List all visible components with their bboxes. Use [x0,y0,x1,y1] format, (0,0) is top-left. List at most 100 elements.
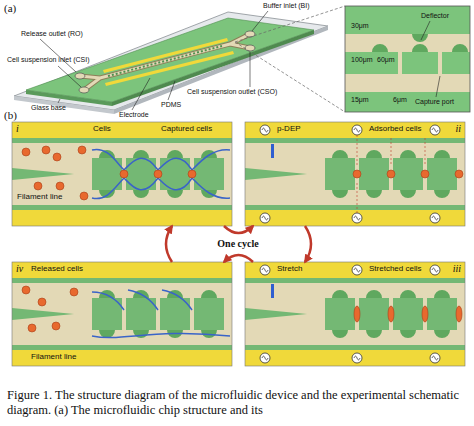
panel-iii-drawing [245,262,465,366]
part-label: Glass base [30,104,67,112]
panel-ii-drawing-part [260,213,270,223]
zoom-inset-part [345,6,470,112]
part-label: Capture port [414,98,455,106]
figure-caption: Figure 1. The structure diagram of the m… [7,388,469,418]
leader-lines-part [436,76,440,97]
panel-i-drawing-part-part [92,149,230,170]
zoom-inset-part [398,52,402,74]
leader-lines-part [58,99,60,103]
part-label: Buffer inlet (BI) [262,2,311,10]
part-label: Electrode [118,111,150,119]
chip-drawing-part [80,34,250,90]
panel-ii-drawing-part [430,125,440,135]
panel-iii-drawing-part [260,353,270,363]
chip-drawing-part [103,38,228,73]
panel-i-drawing-part [12,122,232,226]
panel-iii-drawing-part [245,262,465,366]
panel-iv-drawing-part-part [70,288,78,296]
part-label: Filament line [30,352,77,361]
part-label: Released cells [30,264,84,273]
part-label: Stretched cells [368,264,422,273]
cycle-arrow [224,255,253,262]
cycle-panel: ii [245,122,465,226]
panel-ii-drawing [245,122,465,226]
leader-lines-part [58,66,81,87]
panel-ii-drawing-part [245,122,465,226]
part-label: Filament line [16,192,63,201]
panel-i-drawing-part-part [92,178,230,199]
zoom-inset-part [372,44,468,52]
panel-i-drawing-part [92,149,230,198]
zoom-inset [345,6,470,112]
part-label: 6μm [392,96,408,104]
panel-number: iii [453,263,461,275]
cycle-panel: iv [12,262,232,366]
panel-letter: (a) [3,2,17,15]
leader-lines-part [132,78,150,110]
leader-lines-part [421,21,430,40]
part-label: 30μm [350,22,370,30]
panel-ii-drawing-part [260,125,270,135]
part-label: Cell suspension inlet (CSI) [6,56,90,64]
chip-drawing-part [80,34,250,90]
cycle-arrow [305,226,311,262]
panel-ii-drawing-part-part [353,170,361,178]
zoom-lines-part [235,6,345,112]
part-label: Adsorbed cells [368,124,422,133]
chip-drawing-part [26,90,112,106]
panel-ii-drawing-part [271,144,274,158]
zoom-inset-part [345,6,470,112]
chip-drawing-part [105,51,234,86]
panel-ii-drawing-part [353,170,463,178]
part-label: 60μm [376,56,396,64]
panel-i-drawing-part-part [78,146,86,154]
panel-ii-drawing-part [352,213,362,223]
panel-i-drawing-part-part [34,182,42,190]
panel-number: iv [16,263,23,275]
part-label: Cells [92,124,112,133]
part-label: Captured cells [160,124,213,133]
part-label: Release outlet (RO) [20,30,84,38]
panel-iv-drawing-part [92,290,230,338]
panel-iii-drawing-part [430,265,440,275]
zoom-inset-part [412,34,428,42]
chip-drawing-part [79,87,89,93]
panel-iii-drawing-part [260,265,270,275]
chip-drawing-part [108,46,222,76]
panel-i-drawing [12,122,232,226]
panel-ii-drawing-part-part [357,135,425,213]
leader-lines-part [250,52,251,87]
panel-iv-drawing-part-part [52,322,60,330]
panel-ii-drawing-part [357,135,425,213]
panel-i-drawing-part-part [22,148,30,156]
panel-iv-drawing-part [22,286,78,332]
panel-iv-drawing-part-part [92,333,230,337]
zoom-inset-part [345,34,470,52]
panel-number: i [16,123,19,135]
panel-ii-drawing-part-part [455,170,463,178]
panel-iii-drawing-part-part [456,306,462,322]
panel-iii-drawing-part [271,284,274,298]
panel-iv-drawing-part-part [38,298,46,306]
panel-iii-drawing-part [354,306,462,322]
leader-lines-part [252,11,268,31]
cycle-panel: i [12,122,232,226]
panel-i-drawing-part-part [154,170,162,178]
cycle-arrow [166,226,172,262]
panel-iv-drawing-part-part [92,290,192,310]
cycle-panel: iii [245,262,465,366]
part-label: p-DEP [276,124,302,133]
panel-iv-drawing-part-part [22,286,30,294]
panel-number: ii [455,123,461,135]
part-label: Cell suspension outlet (CSO) [186,88,278,96]
chip-drawing-part [245,31,255,37]
panel-ii-drawing-part [430,213,440,223]
panel-i-drawing-part-part [80,192,88,200]
panel-i-drawing-part-part [53,153,61,161]
panel-iii-drawing-part-part [354,306,360,322]
part-label: 100μm [350,56,374,64]
panel-iii-drawing-part [430,353,440,363]
cycle-arrow [224,226,253,233]
